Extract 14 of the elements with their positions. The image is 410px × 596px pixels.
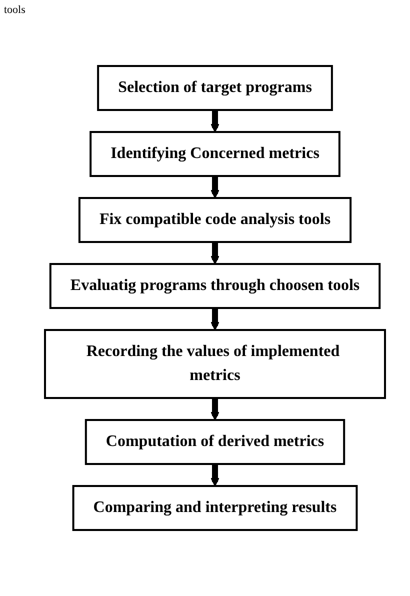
node-box: Computation of derived metrics <box>84 419 346 465</box>
node-box: Recording the values of implemented metrics <box>44 329 386 399</box>
node-box: Selection of target programs <box>97 65 333 111</box>
node-box: Evaluatig programs through choosen tools <box>49 263 381 309</box>
arrow <box>210 396 220 420</box>
arrow <box>210 240 220 264</box>
node-box: Fix compatible code analysis tools <box>78 197 352 243</box>
node-box: Comparing and interpreting results <box>72 485 358 531</box>
arrow <box>210 174 220 198</box>
arrow <box>210 306 220 330</box>
arrow <box>210 462 220 486</box>
arrow <box>210 108 220 132</box>
note-text: tools <box>4 4 26 16</box>
node-box: Identifying Concerned metrics <box>90 131 340 177</box>
